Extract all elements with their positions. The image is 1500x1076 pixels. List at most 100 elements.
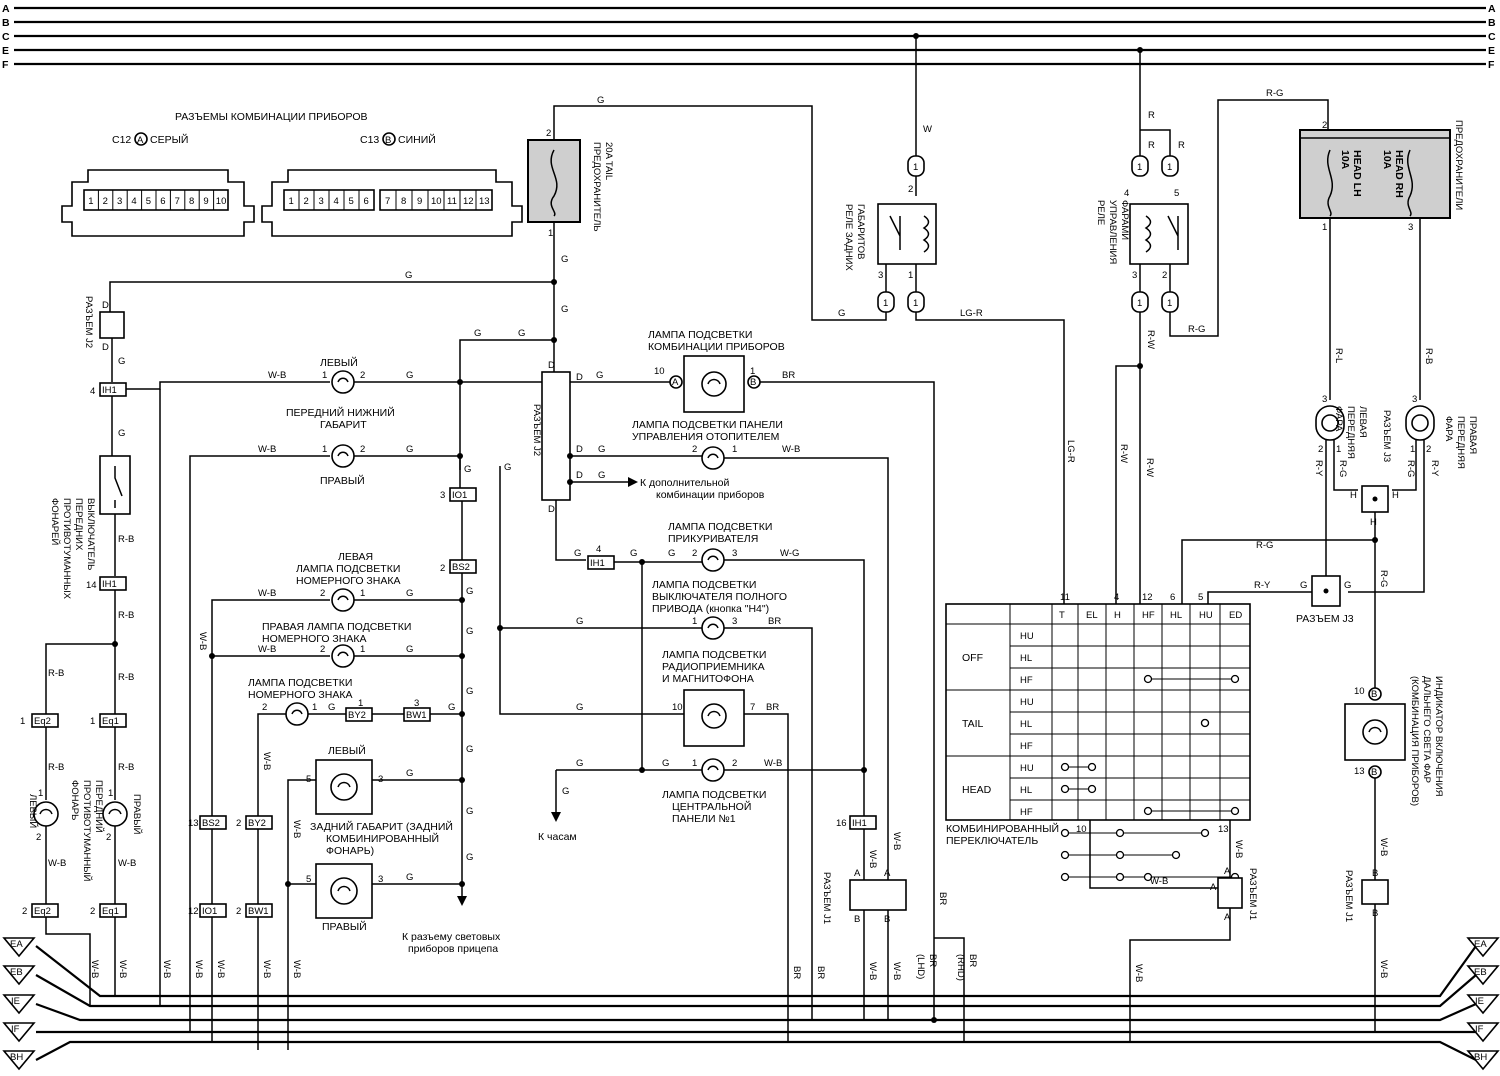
ground-bus: EA EB IE IF BH EA EB IE IF BH (2, 937, 1500, 1071)
bus-label-b: B (2, 17, 10, 29)
pin-label: 1 (908, 270, 913, 281)
pin-label: 12 (188, 906, 199, 917)
wire-code: W-B (891, 962, 902, 980)
pin-label: 3 (1322, 394, 1327, 405)
ground-tags-right: EA EB IE IF BH (1466, 937, 1500, 1071)
h4-lamp-2: ВЫКЛЮЧАТЕЛЯ ПОЛНОГО (652, 591, 787, 603)
pin-label: G (1300, 580, 1307, 591)
wire-code: W-B (118, 858, 136, 869)
pin-label: 5 (306, 774, 311, 785)
bus-label-a: A (2, 3, 10, 15)
fuse-lh-1: 10A (1339, 150, 1351, 170)
wire-code: G (118, 356, 125, 367)
wire-code: B (750, 377, 756, 388)
plate-left-1: ЛЕВАЯ (338, 551, 373, 563)
ground-tags-left: EA EB IE IF BH (2, 937, 36, 1071)
wire-code: R-W (1145, 330, 1156, 349)
cig-lamp-2: ПРИКУРИВАТЕЛЯ (668, 533, 758, 545)
front-caption-2: ГАБАРИТ (320, 419, 367, 431)
pin-label: D (576, 444, 583, 455)
bus-label-a-right: A (1488, 3, 1496, 15)
pin-label: 3 (1408, 222, 1413, 233)
rear-caption-1: ЗАДНИЙ ГАБАРИТ (ЗАДНИЙ (310, 820, 453, 833)
switch-row-label: HL (1020, 719, 1032, 730)
center-lamp-3: ПАНЕЛИ №1 (672, 813, 736, 825)
connector-pin: 7 (385, 196, 390, 207)
fog-lamp-right: ПРАВЫЙ (131, 794, 143, 835)
switch-col-pin: 6 (1170, 592, 1175, 603)
wire-code: W-B (1378, 838, 1389, 856)
wire-code: G (576, 758, 583, 769)
pin-label: 5 (1174, 188, 1179, 199)
j3-label-bottom: РАЗЪЕМ J3 (1296, 613, 1354, 625)
center-lamp-2: ЦЕНТРАЛЬНОЙ (672, 800, 751, 813)
wire-code: G (518, 328, 525, 339)
wire-code: W-B (161, 960, 172, 978)
combo-switch-1: КОМБИНИРОВАННЫЙ (946, 822, 1059, 835)
pin-label: A (672, 377, 679, 388)
plate-rear-lamps: G 3 IO1 2 BS2 G G G G G G К разъему свет… (188, 456, 501, 1050)
switch-col-header: HU (1199, 610, 1213, 621)
wire-code: W-B (891, 832, 902, 850)
connector-pin: 3 (319, 196, 324, 207)
connector-pin: 10 (216, 196, 227, 207)
pin-label: 3 (1412, 394, 1417, 405)
connector-code: IH1 (102, 579, 117, 590)
wire-code: BR (791, 966, 802, 979)
connector-code: BS2 (452, 562, 470, 573)
wire-code: G (596, 370, 603, 381)
pin-label: 1 (360, 644, 365, 655)
connector-pin: 6 (160, 196, 165, 207)
rhd-label: (RHD) (955, 954, 966, 981)
wire-code: R-L (1333, 348, 1344, 363)
connector-code: BS2 (202, 818, 220, 829)
pin-label: D (576, 372, 583, 383)
switch-row-label: HU (1020, 631, 1034, 642)
pin-label: 1 (750, 366, 755, 377)
pin-label: 1 (1322, 222, 1327, 233)
pin-label: G (1344, 580, 1351, 591)
wire-code: W-B (867, 962, 878, 980)
j2-label-left: РАЗЪЕМ J2 (83, 296, 94, 348)
connector-code: IO1 (202, 906, 217, 917)
bus-label-c: C (2, 31, 10, 43)
pin-label: 3 (878, 270, 883, 281)
pin-label: A (1224, 912, 1231, 923)
combo-pin-13: 13 (1218, 824, 1229, 835)
pin-label: 3 (732, 616, 737, 627)
pin-label: 1 (322, 370, 327, 381)
pin-label: 2 (36, 832, 41, 843)
rear-left: ЛЕВЫЙ (328, 744, 366, 757)
pin-label: 2 (262, 702, 267, 713)
j2-label-center: РАЗЪЕМ J2 (531, 404, 542, 456)
switch-row-label: HU (1020, 763, 1034, 774)
wire-code: W-B (258, 644, 276, 655)
connector-code: BW1 (248, 906, 269, 917)
wire-code: R-B (48, 762, 64, 773)
pin-label: 13 (188, 818, 199, 829)
pin-label: 2 (236, 906, 241, 917)
hi-ind-1: ИНДИКАТОР ВКЛЮЧЕНИЯ (1433, 676, 1444, 797)
pin-label: 1 (1336, 444, 1341, 455)
j3-label-top: РАЗЪЕМ J3 (1381, 410, 1392, 462)
connector-code: Eq2 (34, 716, 51, 727)
connector-pin: 2 (103, 196, 108, 207)
cig-lamp-1: ЛАМПА ПОДСВЕТКИ (668, 521, 772, 533)
wire-code: R-B (118, 762, 134, 773)
pin-label: 1 (1137, 162, 1142, 173)
pin-label: 10 (1354, 686, 1365, 697)
wire-code: W-B (1150, 876, 1168, 887)
bus-label-e-right: E (1488, 45, 1495, 57)
wire-code: R-B (118, 610, 134, 621)
connector-code: IH1 (102, 385, 117, 396)
wire-code: G (466, 806, 473, 817)
front-left: ЛЕВЫЙ (320, 356, 358, 369)
wire-code: R-Y (1313, 460, 1324, 477)
combo-pin-10: 10 (1076, 824, 1087, 835)
fog-lamp-circuit: РАЗЪЕМ J2 D D G 4 IH1 G ВЫКЛЮЧАТЕЛЬ ПЕРЕ… (20, 296, 330, 1006)
pin-label: 2 (908, 184, 913, 195)
connector-pin: 6 (364, 196, 369, 207)
switch-col-header: T (1059, 610, 1065, 621)
